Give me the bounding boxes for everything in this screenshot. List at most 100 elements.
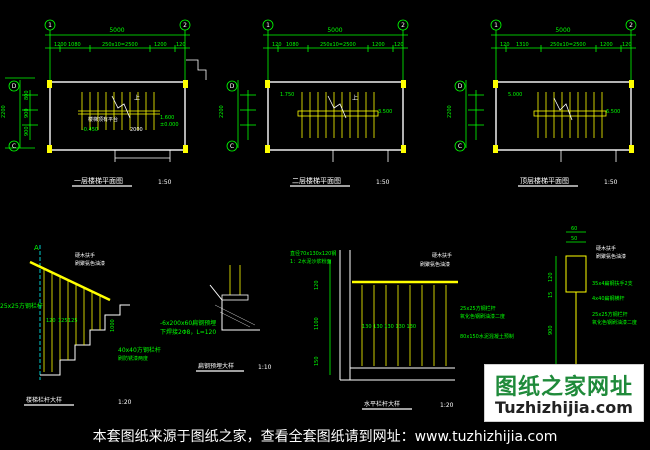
detail-4-note-6: 氧化色钢刷油漆二度 <box>592 319 637 326</box>
detail-3-base: 150 <box>314 356 320 366</box>
plan-1-dim-4: 1200 <box>154 42 167 48</box>
detail-stair-railing: A 硬木扶手 刷聚氨色油漆 25x25方钢栏杆 40x40方钢栏杆 刷防锈漆两度… <box>0 244 161 406</box>
plan-1-dim-3: 250x10=2500 <box>102 42 138 48</box>
plan-2-grid-2: 2 <box>401 22 405 29</box>
detail-2-note-2: 下焊接2Φ8，L=120 <box>160 328 216 336</box>
plan-3-grid-2: 2 <box>629 22 633 29</box>
detail-1-dim-2: 125 <box>58 318 68 324</box>
plan-3-level-1: 5.000 <box>508 92 522 98</box>
detail-1-title: 楼梯栏杆大样 <box>26 396 62 404</box>
detail-1-dim-1: 120 <box>46 318 56 324</box>
plan-1-dim-1: 1200 <box>54 42 67 48</box>
plan-1-axis-d: D <box>12 83 17 90</box>
detail-1-section-mark: A <box>34 244 39 252</box>
detail-1-note-3: 25x25方钢栏杆 <box>0 302 43 310</box>
plan-2-dim-4: 1200 <box>372 42 385 48</box>
detail-3-top: 120 <box>314 280 320 290</box>
plan-2-grid-1: 1 <box>266 22 270 29</box>
plan-1-note: 楼梯顶有平台 <box>88 116 118 123</box>
plan-1-axis-c: C <box>12 143 16 150</box>
plan-3-grid-1: 1 <box>494 22 498 29</box>
plan-3-dim-5: 120 <box>622 42 632 48</box>
detail-2-scale: 1:10 <box>258 364 272 371</box>
watermark-title: 图纸之家网址 <box>494 375 633 400</box>
detail-4-dim-120: 120 <box>548 272 554 282</box>
plan-1-title: 一层楼梯平面图 <box>74 176 123 185</box>
detail-3-note-6: 氧化色钢刷油漆二度 <box>460 313 505 320</box>
detail-4-dim-15: 15 <box>548 292 554 298</box>
plan-1-up-mark: 上 <box>134 94 140 102</box>
detail-4-note-5: 25x25方钢栏杆 <box>592 311 628 318</box>
detail-4-note-3: 35x4扁钢扶手2支 <box>592 280 633 287</box>
plan-3-dim-2: 1310 <box>516 42 529 48</box>
detail-3-height: 1100 <box>314 317 320 330</box>
plan-1-side-total: 2200 <box>1 105 7 118</box>
plan-2-side-total: 2200 <box>219 105 225 118</box>
detail-embedded-plate: -6x200x60扁钢预埋 下焊接2Φ8，L=120 扁钢预埋大样 1:10 <box>160 265 272 372</box>
stair-drawing-sheet: 5000 1200 1080 250x10=2500 1200 120 1 2 … <box>0 19 637 410</box>
plan-3-scale: 1:50 <box>604 179 618 186</box>
plan-view-1: 5000 1200 1080 250x10=2500 1200 120 1 2 … <box>1 19 207 187</box>
plan-3-total-dim: 5000 <box>555 27 570 34</box>
plan-2-level-1: 1.750 <box>280 92 294 98</box>
plan-3-title: 顶层楼梯平面图 <box>520 176 569 185</box>
plan-2-dim-3: 250x10=2500 <box>320 42 356 48</box>
plan-1-level-2: -0.450 <box>82 127 98 133</box>
plan-3-dim-1: 120 <box>500 42 510 48</box>
plan-1-level-3: 1.600 <box>160 115 174 121</box>
plan-1-grid-2: 2 <box>183 22 187 29</box>
detail-1-note-4: 40x40方钢栏杆 <box>118 346 161 354</box>
watermark-box: 图纸之家网址 Tuzhizhijia.com <box>484 364 644 422</box>
detail-section-aa: 60 50 硬木扶手 刷聚氨色油漆 35x4扁钢扶手2支 4x40扁钢横杆 25… <box>548 226 637 371</box>
plan-1-side-dim-1: 800 <box>24 90 30 100</box>
plan-2-dim-1: 120 <box>272 42 282 48</box>
detail-1-height: 1000 <box>110 319 116 332</box>
detail-3-note-4: 刷聚氨色油漆 <box>420 261 450 268</box>
detail-4-dim-60: 60 <box>571 226 577 232</box>
plan-3-dim-4: 1200 <box>600 42 613 48</box>
footer-notice: 本套图纸来源于图纸之家，查看全套图纸请到网址：www.tuzhizhijia.c… <box>0 425 650 450</box>
plan-3-level-2: 6.500 <box>606 109 620 115</box>
plan-2-level-2: 3.500 <box>378 109 392 115</box>
plan-2-dim-2: 1080 <box>286 42 299 48</box>
plan-1-dim-5: 120 <box>176 42 186 48</box>
plan-1-scale: 1:50 <box>158 179 172 186</box>
detail-3-scale: 1:20 <box>440 402 454 409</box>
detail-3-note-7: 80x150水泥混凝土预制 <box>460 333 514 340</box>
plan-1-side-dim-2: 900 <box>24 108 30 118</box>
detail-4-note-2: 刷聚氨色油漆 <box>596 253 626 260</box>
detail-4-note-4: 4x40扁钢横杆 <box>592 295 625 302</box>
plan-3-axis-c: C <box>458 143 462 150</box>
detail-4-note-1: 硬木扶手 <box>596 245 616 252</box>
detail-3-note-1: 直径70x130x120钢 <box>290 250 336 257</box>
plan-1-side-dim-3: 900 <box>24 126 30 136</box>
detail-3-note-3: 硬木扶手 <box>432 252 452 259</box>
detail-1-note-1: 硬木扶手 <box>75 252 95 259</box>
plan-1-grid-1: 1 <box>48 22 52 29</box>
detail-horizontal-railing: 直径70x130x120钢 1：2水泥沙浆粉面 硬木扶手 刷聚氨色油漆 25x2… <box>290 250 514 410</box>
watermark-url: Tuzhizhijia.com <box>495 398 633 417</box>
plan-2-up-mark: 上 <box>352 94 358 102</box>
detail-2-title: 扁钢预埋大样 <box>198 362 234 370</box>
plan-3-side-total: 2200 <box>447 105 453 118</box>
plan-2-dim-5: 120 <box>394 42 404 48</box>
plan-2-axis-d: D <box>230 83 235 90</box>
plan-3-axis-d: D <box>458 83 463 90</box>
plan-3-dim-3: 250x10=2500 <box>550 42 586 48</box>
detail-4-dim-900: 900 <box>548 325 554 335</box>
plan-2-title: 二层楼梯平面图 <box>292 176 341 185</box>
plan-1-total-dim: 5000 <box>109 27 124 34</box>
detail-1-note-2: 刷聚氨色油漆 <box>75 260 105 267</box>
detail-3-note-5: 25x25方钢栏杆 <box>460 305 496 312</box>
plan-2-scale: 1:50 <box>376 179 390 186</box>
detail-1-dim-3: 125 <box>68 318 78 324</box>
detail-3-note-2: 1：2水泥沙浆粉面 <box>290 258 331 265</box>
detail-2-note-1: -6x200x60扁钢预埋 <box>160 319 216 327</box>
plan-1-level-1: ±0.000 <box>160 122 179 128</box>
plan-view-2: 5000 120 1080 250x10=2500 1200 120 1 2 D… <box>219 19 409 187</box>
plan-2-total-dim: 5000 <box>327 27 342 34</box>
detail-3-title: 水平栏杆大样 <box>364 400 400 408</box>
detail-1-note-5: 刷防锈漆两度 <box>118 355 148 362</box>
plan-1-mid-value: 2000 <box>130 127 143 133</box>
